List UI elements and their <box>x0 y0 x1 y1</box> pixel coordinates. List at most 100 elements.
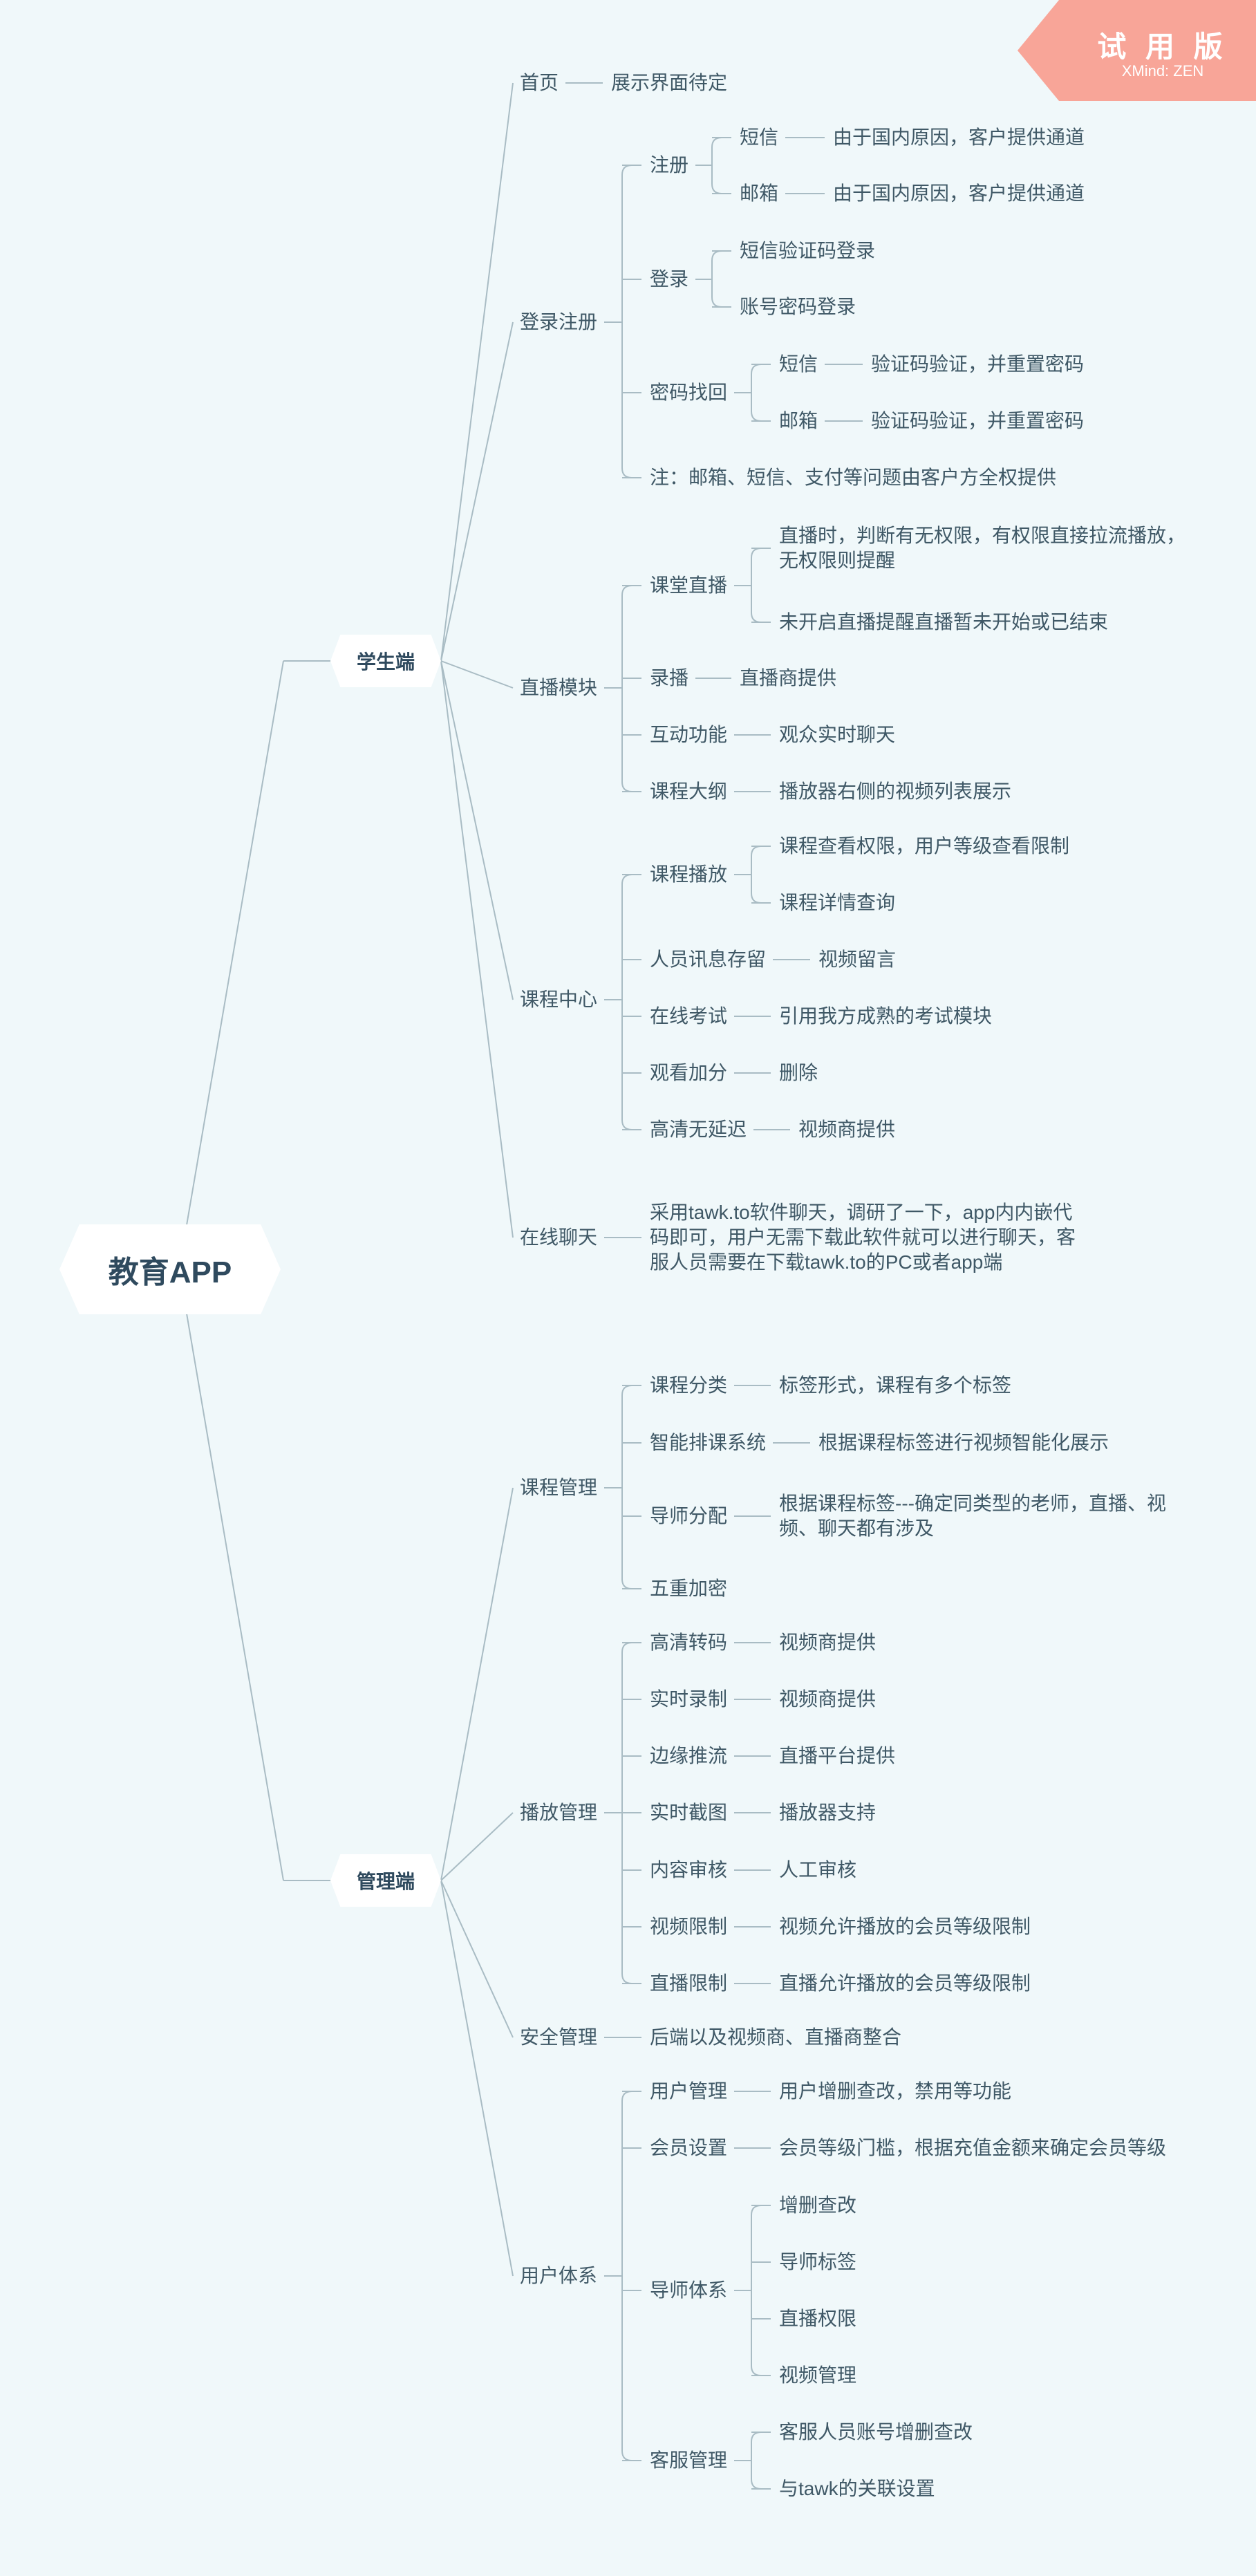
subtopic-node[interactable]: 邮箱 <box>779 410 818 431</box>
subtopic-node[interactable]: 导师分配 <box>650 1505 728 1527</box>
topic-node[interactable]: 课程管理 <box>520 1477 598 1498</box>
subtopic-node[interactable]: 观看加分 <box>650 1062 728 1083</box>
subtopic-node[interactable]: 登录 <box>650 268 689 290</box>
subtopic-node[interactable]: 实时录制 <box>650 1688 728 1710</box>
connector-line <box>440 321 514 662</box>
watermark-badge <box>1018 0 1256 101</box>
subtopic-node[interactable]: 账号密码登录 <box>740 296 856 317</box>
subtopic-node[interactable]: 实时截图 <box>650 1802 728 1823</box>
subtopic-node[interactable]: 密码找回 <box>650 382 728 403</box>
subtopic-node[interactable]: 注：邮箱、短信、支付等问题由客户方全权提供 <box>650 467 1057 488</box>
subtopic-node[interactable]: 会员设置 <box>650 2137 728 2158</box>
subtopic-node[interactable]: 视频限制 <box>650 1916 728 1937</box>
subtopic-node[interactable]: 直播时，判断有无权限，有权限直接拉流播放，无权限则提醒 <box>779 525 1186 571</box>
subtopic-node[interactable]: 直播限制 <box>650 1972 728 1994</box>
connector-line <box>751 2432 762 2490</box>
subtopic-node[interactable]: 展示界面待定 <box>611 72 728 93</box>
subtopic-node[interactable]: 由于国内原因，客户提供通道 <box>833 183 1085 204</box>
subtopic-node[interactable]: 用户增删查改，禁用等功能 <box>779 2080 1012 2102</box>
connector-line <box>440 1812 514 1881</box>
connector-line <box>751 846 762 904</box>
subtopic-node[interactable]: 课程分类 <box>650 1374 728 1396</box>
subtopic-node[interactable]: 短信 <box>740 127 779 148</box>
subtopic-node[interactable]: 人员讯息存留 <box>650 949 767 970</box>
subtopic-node[interactable]: 播放器右侧的视频列表展示 <box>779 781 1012 802</box>
subtopic-node[interactable]: 高清转码 <box>650 1632 728 1653</box>
subtopic-node[interactable]: 课程播放 <box>650 864 728 885</box>
subtopic-node[interactable]: 视频管理 <box>779 2364 857 2386</box>
subtopic-node[interactable]: 导师标签 <box>779 2251 857 2272</box>
topic-node[interactable]: 用户体系 <box>520 2265 598 2286</box>
subtopic-node[interactable]: 课程大纲 <box>650 781 728 802</box>
subtopic-node[interactable]: 播放器支持 <box>779 1802 877 1823</box>
subtopic-node[interactable]: 采用tawk.to软件聊天，调研了一下，app内内嵌代码即可，用户无需下载此软件… <box>650 1202 1076 1273</box>
subtopic-node[interactable]: 视频商提供 <box>779 1632 877 1653</box>
topic-node[interactable]: 课程中心 <box>520 989 598 1010</box>
subtopic-node[interactable]: 课程查看权限，用户等级查看限制 <box>779 835 1070 857</box>
subtopic-node[interactable]: 在线考试 <box>650 1005 728 1027</box>
subtopic-node[interactable]: 课程详情查询 <box>779 892 896 913</box>
subtopic-node[interactable]: 高清无延迟 <box>650 1119 747 1140</box>
subtopic-node[interactable]: 删除 <box>779 1062 818 1083</box>
subtopic-node[interactable]: 后端以及视频商、直播商整合 <box>650 2026 902 2048</box>
subtopic-node[interactable]: 观众实时聊天 <box>779 724 896 745</box>
connector-line <box>711 250 722 308</box>
subtopic-node[interactable]: 直播商提供 <box>740 667 837 689</box>
subtopic-node[interactable]: 根据课程标签---确定同类型的老师，直播、视频、聊天都有涉及 <box>779 1493 1166 1539</box>
subtopic-node[interactable]: 录播 <box>650 667 689 689</box>
subtopic-node[interactable]: 边缘推流 <box>650 1745 728 1766</box>
connector-line <box>751 364 762 422</box>
subtopic-node[interactable]: 五重加密 <box>650 1578 728 1599</box>
subtopic-node[interactable]: 短信 <box>779 353 818 375</box>
subtopic-node[interactable]: 验证码验证，并重置密码 <box>871 410 1085 431</box>
branch-node[interactable]: 学生端 <box>330 635 441 687</box>
watermark-shape <box>1018 0 1256 101</box>
subtopic-node[interactable]: 视频商提供 <box>779 1688 877 1710</box>
watermark-subtitle: XMind: ZEN <box>1121 62 1204 80</box>
subtopic-node[interactable]: 视频商提供 <box>798 1119 896 1140</box>
subtopic-node[interactable]: 直播权限 <box>779 2308 857 2329</box>
subtopic-node[interactable]: 人工审核 <box>779 1859 857 1880</box>
subtopic-node[interactable]: 标签形式，课程有多个标签 <box>779 1374 1012 1396</box>
topic-node[interactable]: 在线聊天 <box>520 1226 598 1248</box>
connector-line <box>751 548 762 623</box>
topic-node[interactable]: 直播模块 <box>520 677 598 698</box>
subtopic-node[interactable]: 智能排课系统 <box>650 1432 767 1453</box>
subtopic-node[interactable]: 互动功能 <box>650 724 728 745</box>
subtopic-node[interactable]: 视频允许播放的会员等级限制 <box>779 1916 1031 1937</box>
topic-node[interactable]: 登录注册 <box>520 311 598 333</box>
connector-line <box>621 585 632 792</box>
subtopic-node[interactable]: 用户管理 <box>650 2080 728 2102</box>
subtopic-node[interactable]: 根据课程标签进行视频智能化展示 <box>818 1432 1109 1453</box>
subtopic-node[interactable]: 未开启直播提醒直播暂未开始或已结束 <box>779 611 1109 633</box>
subtopic-node[interactable]: 导师体系 <box>650 2279 728 2301</box>
subtopic-node[interactable]: 注册 <box>650 154 689 176</box>
subtopic-node[interactable]: 短信验证码登录 <box>740 240 876 261</box>
subtopic-node[interactable]: 由于国内原因，客户提供通道 <box>833 127 1085 148</box>
subtopic-node[interactable]: 客服管理 <box>650 2449 728 2471</box>
branch-node[interactable]: 管理端 <box>330 1854 441 1907</box>
subtopic-node[interactable]: 直播平台提供 <box>779 1745 896 1766</box>
connector-line <box>440 660 514 1000</box>
topic-node[interactable]: 首页 <box>520 72 559 93</box>
subtopic-node[interactable]: 增删查改 <box>779 2194 857 2216</box>
topic-node[interactable]: 播放管理 <box>520 1802 598 1823</box>
subtopic-node[interactable]: 视频留言 <box>818 949 897 970</box>
subtopic-node[interactable]: 验证码验证，并重置密码 <box>871 353 1085 375</box>
subtopic-node[interactable]: 邮箱 <box>740 183 779 204</box>
subtopic-node[interactable]: 课堂直播 <box>650 575 728 596</box>
subtopic-node[interactable]: 直播允许播放的会员等级限制 <box>779 1972 1031 1994</box>
connector-line <box>440 1487 514 1881</box>
connector-line <box>186 1313 284 1881</box>
connector-line <box>186 660 284 1226</box>
connector-line <box>621 1385 632 1589</box>
watermark-title: 试 用 版 <box>1097 30 1228 63</box>
subtopic-node[interactable]: 内容审核 <box>650 1859 728 1880</box>
subtopic-node[interactable]: 引用我方成熟的考试模块 <box>779 1005 993 1027</box>
subtopic-node[interactable]: 与tawk的关联设置 <box>779 2478 935 2499</box>
subtopic-node[interactable]: 客服人员账号增删查改 <box>779 2421 973 2443</box>
topic-node[interactable]: 安全管理 <box>520 2026 598 2048</box>
subtopic-node[interactable]: 会员等级门槛，根据充值金额来确定会员等级 <box>779 2137 1167 2158</box>
root-node[interactable]: 教育APP <box>59 1224 281 1314</box>
